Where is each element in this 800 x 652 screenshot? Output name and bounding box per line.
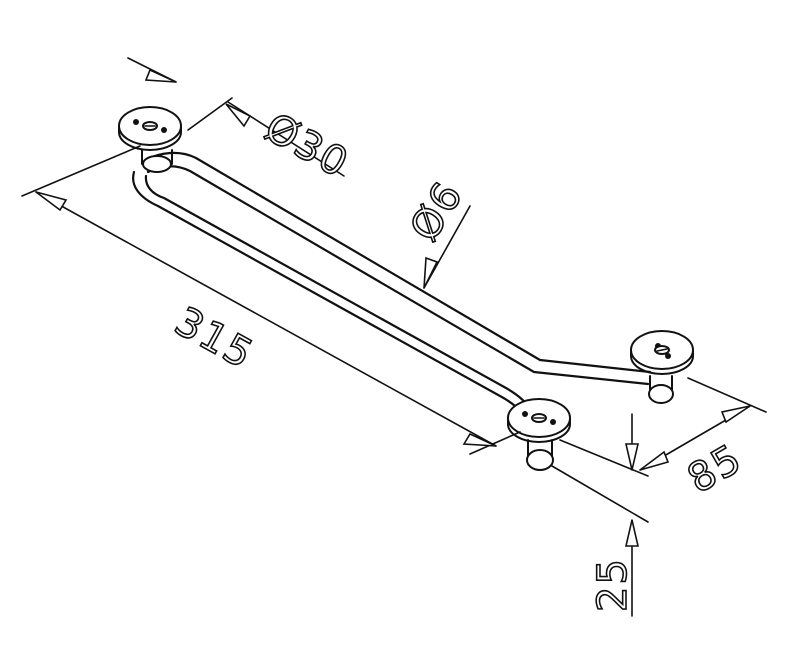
rod-diameter-label: Ø6 [401, 173, 472, 249]
length-label: 315 [167, 299, 261, 379]
dimension-height: 25 [551, 413, 649, 617]
mount-middle [507, 398, 571, 471]
depth-label: 85 [680, 435, 751, 502]
mount-right [630, 330, 694, 404]
dimension-rod-diameter: Ø6 [401, 172, 474, 289]
rod [132, 151, 652, 422]
height-label: 25 [590, 557, 636, 612]
mount-left [118, 106, 182, 173]
